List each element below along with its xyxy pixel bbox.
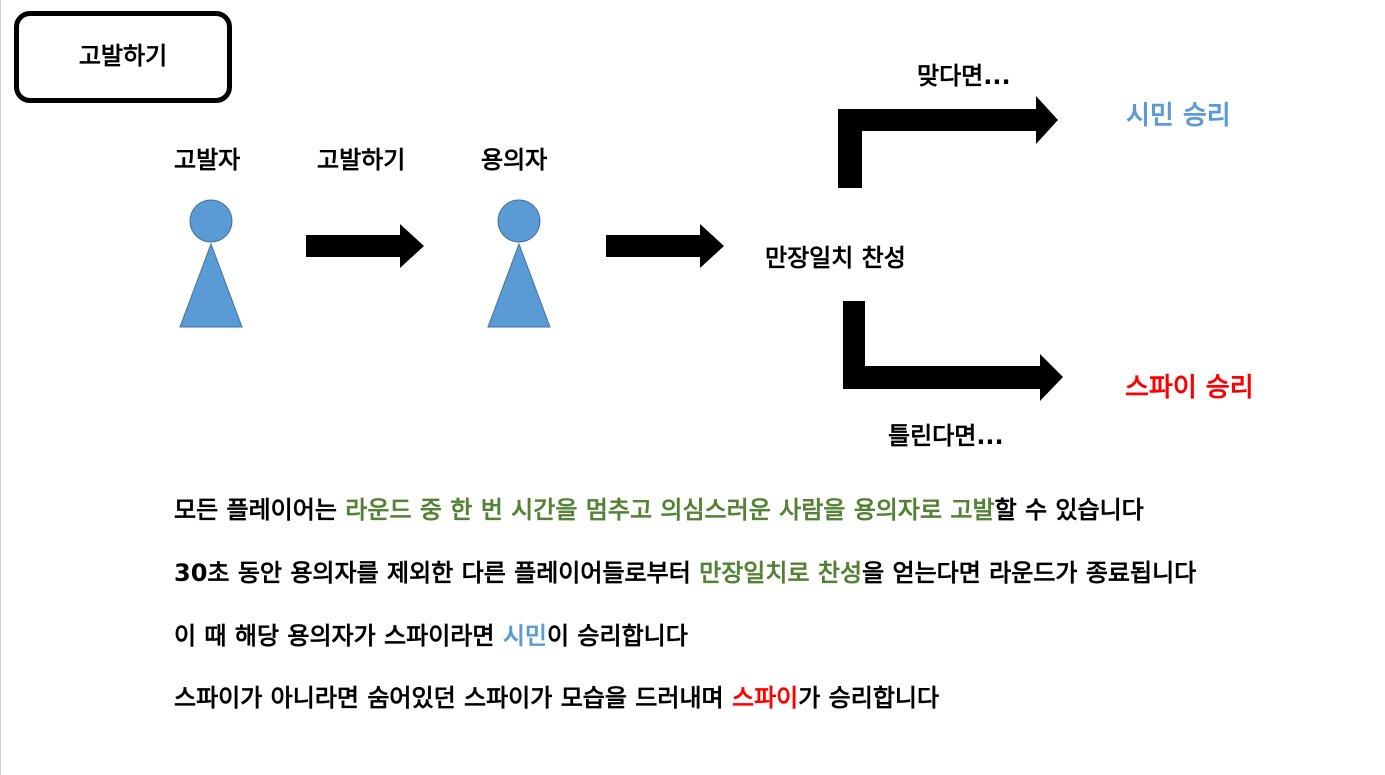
slide-left-border [0,0,1,775]
rule-2-highlight: 만장일치로 찬성 [699,559,863,587]
arrow-vote [606,224,724,268]
title-box: 고발하기 [14,11,232,103]
rule-4-highlight: 스파이 [731,684,799,712]
rule-line-2: 30초 동안 용의자를 제외한 다른 플레이어들로부터 만장일치로 찬성을 얻는… [174,553,1196,588]
suspect-figure [487,199,551,328]
spy-win-label: 스파이 승리 [1125,373,1254,403]
title-text: 고발하기 [78,41,168,70]
suspect-label: 용의자 [481,146,548,174]
action-label: 고발하기 [317,146,406,174]
rule-4-text-b: 가 승리합니다 [798,684,940,712]
wrong-label: 틀린다면... [888,422,1004,450]
accuser-figure [179,199,243,328]
rule-1-text-a: 모든 플레이어는 [174,496,346,524]
accuser-body [179,242,243,328]
rule-line-3: 이 때 해당 용의자가 스파이라면 시민이 승리합니다 [174,616,688,651]
rule-line-1: 모든 플레이어는 라운드 중 한 번 시간을 멈추고 의심스러운 사람을 용의자… [174,490,1144,525]
rule-4-text-a: 스파이가 아니라면 숨어있던 스파이가 모습을 드러내며 [174,684,732,712]
accuser-head [189,199,233,243]
correct-label: 맞다면... [917,62,1011,90]
rule-3-text-b: 이 승리합니다 [547,622,688,650]
rule-1-highlight: 라운드 중 한 번 시간을 멈추고 의심스러운 사람을 용의자로 고발 [345,496,995,524]
suspect-body [487,242,551,328]
vote-label: 만장일치 찬성 [765,244,906,272]
rule-2-text-a: 30초 동안 용의자를 제외한 다른 플레이어들로부터 [174,559,700,587]
rule-2-text-b: 을 얻는다면 라운드가 종료됩니다 [862,559,1197,587]
citizen-win-label: 시민 승리 [1126,101,1231,131]
rule-1-text-b: 할 수 있습니다 [994,496,1144,524]
accuser-label: 고발자 [174,146,241,174]
arrow-accuse [306,224,424,268]
suspect-head [497,199,541,243]
rule-line-4: 스파이가 아니라면 숨어있던 스파이가 모습을 드러내며 스파이가 승리합니다 [174,678,939,713]
arrow-wrong [843,301,1063,401]
rule-3-text-a: 이 때 해당 용의자가 스파이라면 [174,622,503,650]
rule-3-highlight: 시민 [502,622,547,650]
arrow-correct [838,96,1058,188]
